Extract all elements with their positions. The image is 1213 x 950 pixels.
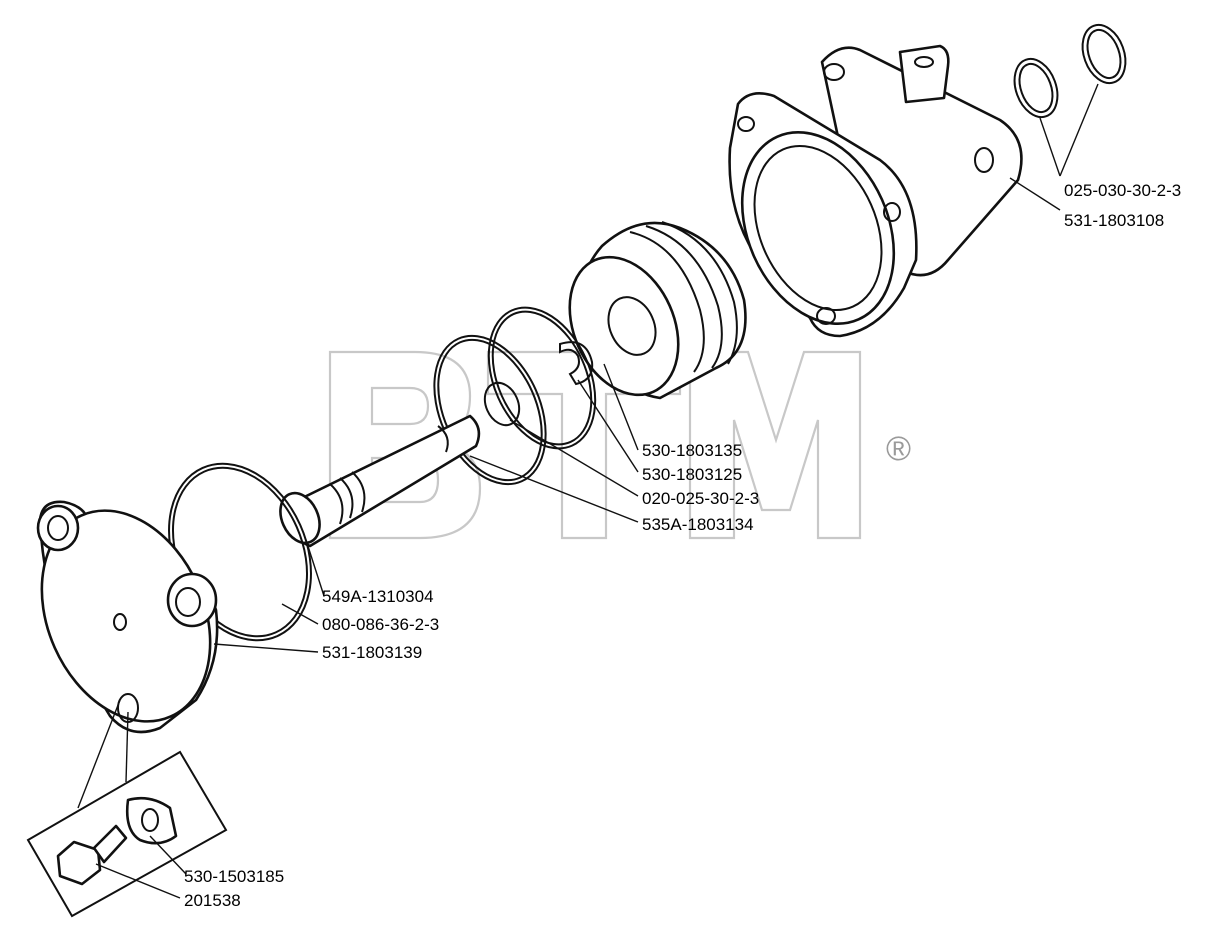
- plate-part: [125, 796, 178, 845]
- part-labels: 025-030-30-2-3 531-1803108 530-1803135 5…: [184, 181, 1181, 910]
- label-ring-pair: 025-030-30-2-3: [1064, 181, 1181, 200]
- housing-part: [728, 44, 1023, 338]
- label-o-ring-large: 080-086-36-2-3: [322, 615, 439, 634]
- ring-pair-part: [1013, 23, 1127, 119]
- label-retaining-ring: 530-1803125: [642, 465, 742, 484]
- label-o-ring-rod: 535A-1803134: [642, 515, 754, 534]
- label-cover: 531-1803139: [322, 643, 422, 662]
- label-housing: 531-1803108: [1064, 211, 1164, 230]
- bolt-part: [56, 840, 102, 886]
- label-o-ring-small: 020-025-30-2-3: [642, 489, 759, 508]
- rod-part: [279, 414, 481, 548]
- o-rings-part: [433, 306, 597, 486]
- label-plate: 530-1503185: [184, 867, 284, 886]
- cover-part: [36, 500, 219, 734]
- watermark-letter-m: [688, 350, 862, 540]
- label-piston: 530-1803135: [642, 441, 742, 460]
- registered-mark: ®: [886, 430, 911, 468]
- label-rod-seal: 549A-1310304: [322, 587, 434, 606]
- leader-lines: [95, 83, 1099, 899]
- label-bolt: 201538: [184, 891, 241, 910]
- piston-part: [568, 221, 747, 400]
- retaining-ring-part: [559, 341, 594, 386]
- detail-box: [26, 699, 228, 918]
